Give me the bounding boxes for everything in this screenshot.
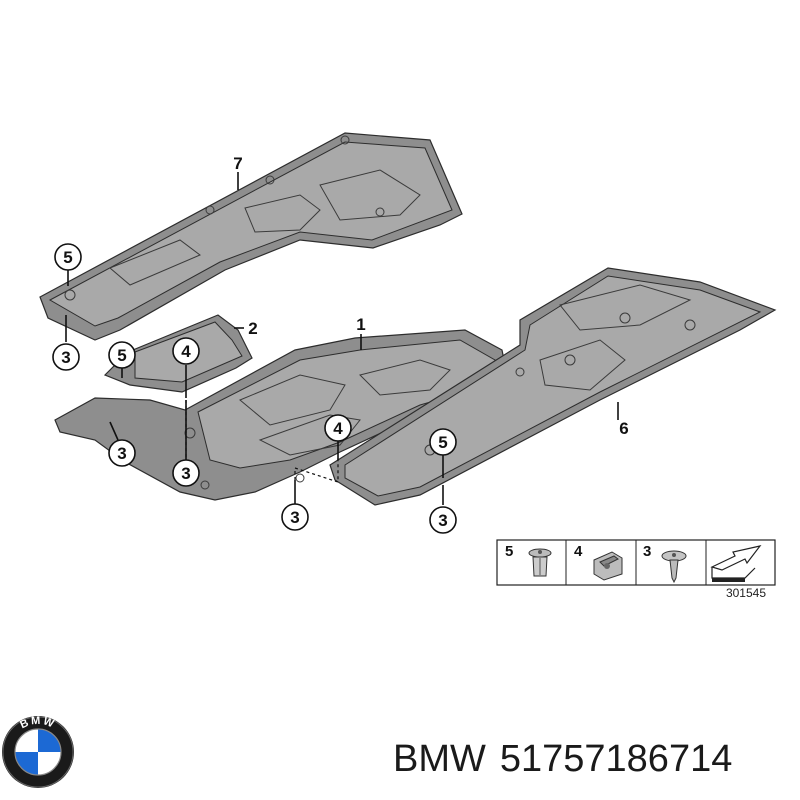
svg-text:3: 3 — [117, 444, 126, 463]
callout-2: 2 — [248, 319, 257, 338]
direction-arrow-icon — [710, 545, 762, 582]
svg-text:3: 3 — [61, 348, 70, 367]
svg-text:5: 5 — [117, 346, 126, 365]
callout-7: 7 — [233, 154, 242, 173]
legend-label-5: 5 — [505, 543, 513, 560]
legend-label-3: 3 — [643, 543, 651, 560]
svg-text:2: 2 — [248, 319, 257, 338]
svg-text:BMW: BMW — [18, 715, 57, 731]
svg-text:5: 5 — [63, 248, 72, 267]
svg-text:4: 4 — [181, 342, 191, 361]
brand-name: BMW — [393, 738, 486, 780]
clip-nut-icon — [593, 551, 623, 581]
svg-text:3: 3 — [181, 464, 190, 483]
callout-3-center: 3 — [281, 503, 309, 531]
svg-text:7: 7 — [233, 154, 242, 173]
callout-1: 1 — [356, 315, 365, 334]
svg-text:3: 3 — [290, 508, 299, 527]
callout-4-center: 4 — [324, 414, 352, 442]
svg-text:6: 6 — [619, 419, 628, 438]
svg-text:3: 3 — [438, 511, 447, 530]
callout-5-heat-shield: 5 — [108, 341, 136, 369]
part-number: 51757186714 — [499, 738, 733, 780]
svg-text:1: 1 — [356, 315, 365, 334]
callout-6: 6 — [619, 419, 628, 438]
leader-lines — [65, 172, 619, 505]
fastener-legend: 5 4 3 301545 — [496, 539, 776, 600]
legend-label-4: 4 — [574, 543, 583, 560]
part-caption: BMW 51757186714 — [393, 738, 793, 798]
svg-text:5: 5 — [438, 433, 447, 452]
callout-3-center-left: 3 — [172, 459, 200, 487]
underbody-panel-7 — [39, 132, 463, 341]
callout-5-upper: 5 — [54, 243, 82, 271]
expanding-rivet-icon — [528, 548, 552, 577]
diagram-id: 301545 — [726, 586, 766, 600]
screw-icon — [661, 550, 687, 584]
callout-5-right: 5 — [429, 428, 457, 456]
callout-3-upper-left: 3 — [52, 343, 80, 371]
bmw-logo: BMW — [2, 715, 74, 788]
callout-3-right: 3 — [429, 506, 457, 534]
svg-text:4: 4 — [333, 419, 343, 438]
callout-3-left: 3 — [108, 439, 136, 467]
callout-4-left: 4 — [172, 337, 200, 365]
